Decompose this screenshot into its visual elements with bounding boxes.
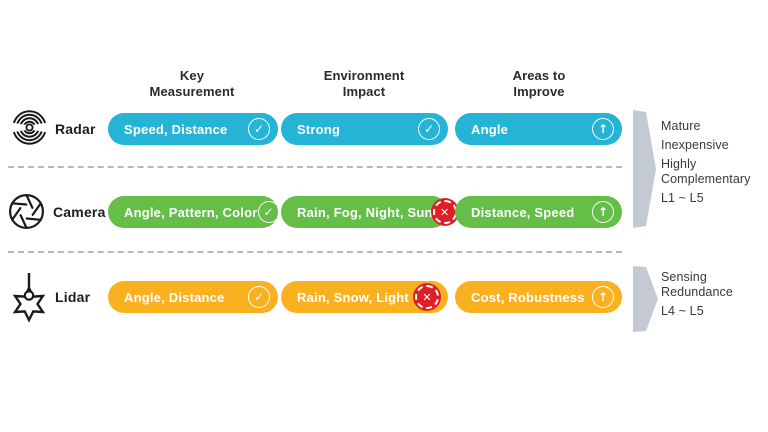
lidar-areas-to-improve-pill: Cost, Robustness ↑ bbox=[455, 281, 622, 313]
radar-key-measurement-pill: Speed, Distance ✓ bbox=[108, 113, 278, 145]
dashed-separator bbox=[8, 166, 622, 168]
check-circle-icon: ✓ bbox=[248, 286, 270, 308]
radar-waves-icon bbox=[11, 110, 48, 145]
lidar-environment-impact-pill: Rain, Snow, Light ✕ bbox=[281, 281, 448, 313]
annotation-radar-camera: Mature Inexpensive Highly Complementary … bbox=[661, 119, 768, 206]
column-header-key-measurement: Key Measurement bbox=[149, 68, 235, 99]
pill-text: Distance, Speed bbox=[471, 204, 575, 220]
x-badge-icon: ✕ bbox=[415, 285, 439, 309]
camera-aperture-icon bbox=[9, 193, 44, 230]
camera-areas-to-improve-pill: Distance, Speed ↑ bbox=[455, 196, 622, 228]
pill-text: Strong bbox=[297, 121, 341, 137]
arrow-up-circle-icon: ↑ bbox=[592, 201, 614, 223]
bracket-shape-radar-camera bbox=[633, 110, 656, 228]
pill-text: Cost, Robustness bbox=[471, 289, 585, 305]
pill-text: Speed, Distance bbox=[124, 121, 228, 137]
camera-key-measurement-pill: Angle, Pattern, Color ✓ bbox=[108, 196, 280, 228]
annotation-line: L4 ~ L5 bbox=[661, 304, 704, 318]
bracket-shape-lidar bbox=[633, 266, 658, 332]
x-badge-icon: ✕ bbox=[432, 200, 457, 224]
pill-text: Angle, Distance bbox=[124, 289, 225, 305]
lidar-key-measurement-pill: Angle, Distance ✓ bbox=[108, 281, 278, 313]
check-circle-icon: ✓ bbox=[418, 118, 440, 140]
pill-text: Rain, Snow, Light bbox=[297, 289, 409, 305]
pill-text: Rain, Fog, Night, Sun bbox=[297, 204, 433, 220]
row-label-camera: Camera bbox=[53, 204, 106, 220]
lidar-burst-icon bbox=[12, 273, 46, 323]
arrow-up-circle-icon: ↑ bbox=[592, 286, 614, 308]
check-circle-icon: ✓ bbox=[248, 118, 270, 140]
annotation-line: Highly Complementary bbox=[661, 157, 751, 186]
annotation-lidar: Sensing Redundance L4 ~ L5 bbox=[661, 270, 768, 319]
dashed-separator bbox=[8, 251, 622, 253]
pill-text: Angle bbox=[471, 121, 509, 137]
camera-environment-impact-pill: Rain, Fog, Night, Sun ✕ bbox=[281, 196, 457, 228]
annotation-line: Sensing Redundance bbox=[661, 270, 733, 299]
column-header-areas-to-improve: Areas to Improve bbox=[512, 68, 566, 99]
radar-areas-to-improve-pill: Angle ↑ bbox=[455, 113, 622, 145]
check-circle-icon: ✓ bbox=[257, 201, 280, 223]
annotation-line: Inexpensive bbox=[661, 138, 729, 152]
annotation-line: Mature bbox=[661, 119, 701, 133]
pill-text: Angle, Pattern, Color bbox=[124, 204, 258, 220]
annotation-line: L1 ~ L5 bbox=[661, 191, 704, 205]
radar-environment-impact-pill: Strong ✓ bbox=[281, 113, 448, 145]
column-header-environment-impact: Environment Impact bbox=[323, 68, 405, 99]
arrow-up-circle-icon: ↑ bbox=[592, 118, 614, 140]
row-label-lidar: Lidar bbox=[55, 289, 91, 305]
row-label-radar: Radar bbox=[55, 121, 96, 137]
